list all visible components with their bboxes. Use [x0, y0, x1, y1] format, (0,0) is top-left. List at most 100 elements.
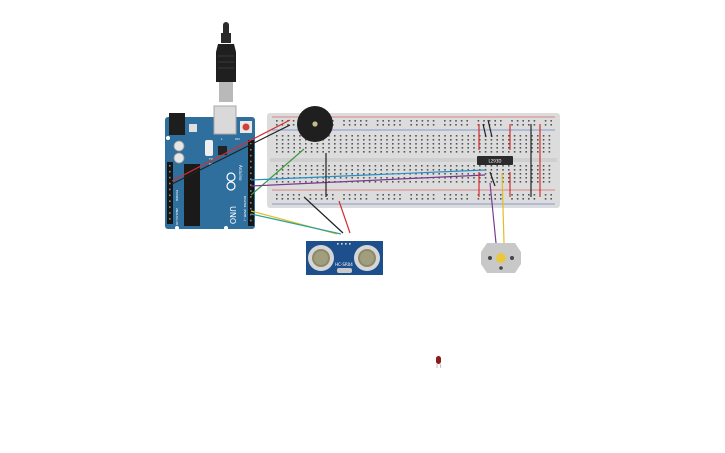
terminal-hole — [299, 165, 301, 167]
terminal-hole — [299, 139, 301, 141]
rail-hole — [410, 124, 412, 126]
rail-hole — [376, 198, 379, 200]
terminal-hole — [345, 151, 348, 153]
terminal-hole — [548, 147, 551, 149]
header-pin — [250, 160, 252, 163]
wire-yellow-motor[interactable] — [501, 172, 505, 244]
on-label: ON — [235, 137, 240, 141]
terminal-hole — [479, 147, 481, 149]
rail-hole — [455, 198, 457, 200]
terminal-hole — [513, 177, 516, 179]
piezo-buzzer[interactable] — [297, 106, 333, 142]
terminal-hole — [450, 181, 452, 183]
rail-hole — [483, 194, 485, 196]
terminal-hole — [502, 181, 504, 183]
motor-driver-chip[interactable]: L293D — [477, 156, 513, 165]
wire-green[interactable] — [250, 148, 305, 196]
rail-hole — [343, 198, 345, 200]
terminal-hole — [473, 151, 475, 153]
sensor-pin — [345, 243, 347, 245]
terminal-hole — [386, 177, 388, 179]
terminal-hole — [409, 143, 411, 145]
terminal-hole — [421, 151, 423, 153]
wire-purple-motor[interactable] — [489, 182, 497, 244]
digital-label: DIGITAL (PWM~) — [243, 196, 247, 221]
rail-hole — [393, 124, 396, 126]
terminal-hole — [438, 173, 440, 175]
rail-hole — [360, 194, 362, 196]
wire-black-driver-top[interactable] — [487, 119, 493, 138]
terminal-hole — [316, 147, 319, 149]
terminal-hole — [432, 147, 435, 149]
wire-red-5v[interactable] — [171, 119, 291, 182]
terminal-hole — [508, 173, 510, 175]
terminal-hole — [426, 151, 429, 153]
wire-black-driver-bottom[interactable] — [489, 171, 496, 187]
terminal-hole — [542, 151, 545, 153]
rail-hole — [516, 198, 519, 200]
wire-teal-echo[interactable] — [250, 213, 342, 235]
wire-black-driver-top2[interactable] — [482, 123, 487, 138]
terminal-hole — [496, 169, 498, 171]
terminal-hole — [508, 143, 510, 145]
terminal-hole — [409, 177, 411, 179]
terminal-hole — [322, 169, 324, 171]
rail-hole — [382, 120, 384, 122]
rail-hole — [494, 194, 496, 196]
terminal-hole — [287, 165, 290, 167]
terminal-hole — [450, 147, 452, 149]
terminal-hole — [438, 151, 440, 153]
terminal-hole — [421, 147, 423, 149]
terminal-hole — [397, 139, 400, 141]
wire-red-sensor-vcc[interactable] — [338, 200, 351, 234]
arduino-logo-icon — [226, 181, 236, 191]
terminal-hole — [287, 181, 290, 183]
rail-hole — [354, 120, 356, 122]
terminal-hole — [316, 181, 319, 183]
terminal-hole — [305, 147, 307, 149]
ultrasonic-sensor[interactable]: HC-SR04 — [306, 241, 383, 275]
terminal-hole — [334, 135, 336, 137]
wire-purple[interactable] — [250, 174, 486, 187]
terminal-hole — [542, 139, 545, 141]
terminal-hole — [542, 147, 545, 149]
rail-hole — [281, 198, 284, 200]
rail-hole — [343, 124, 345, 126]
terminal-hole — [293, 147, 295, 149]
rail-hole — [421, 194, 424, 196]
wire-black-sensor-gnd[interactable] — [303, 196, 344, 234]
rail-hole — [516, 124, 519, 126]
rail-hole — [455, 124, 457, 126]
terminal-hole — [397, 165, 400, 167]
terminal-hole — [409, 181, 411, 183]
dc-motor[interactable] — [481, 243, 521, 273]
red-led[interactable] — [436, 356, 442, 369]
rail-hole — [500, 124, 502, 126]
wire-black-gnd[interactable] — [171, 124, 291, 185]
arduino-uno-board[interactable]: UNO Arduino POWER ANALOG IN DIGITAL (PWM… — [165, 105, 255, 230]
terminal-hole — [281, 135, 284, 137]
terminal-hole — [450, 177, 452, 179]
wire-blue[interactable] — [250, 169, 486, 181]
reset-button[interactable] — [242, 123, 250, 131]
terminal-hole — [334, 147, 336, 149]
terminal-hole — [461, 181, 464, 183]
terminal-hole — [363, 143, 365, 145]
terminal-hole — [380, 151, 382, 153]
terminal-hole — [363, 139, 365, 141]
usb-cable-wire — [223, 22, 229, 36]
terminal-hole — [380, 139, 382, 141]
terminal-hole — [502, 173, 504, 175]
terminal-hole — [542, 177, 545, 179]
rail-hole — [320, 194, 323, 196]
terminal-hole — [537, 139, 539, 141]
terminal-hole — [368, 181, 371, 183]
usb-cable[interactable] — [216, 22, 236, 102]
terminal-hole — [531, 181, 533, 183]
rail-hole — [522, 120, 524, 122]
breadboard[interactable] — [267, 113, 560, 208]
terminal-hole — [531, 151, 533, 153]
terminal-hole — [305, 139, 307, 141]
terminal-hole — [310, 169, 313, 171]
terminal-hole — [380, 135, 382, 137]
